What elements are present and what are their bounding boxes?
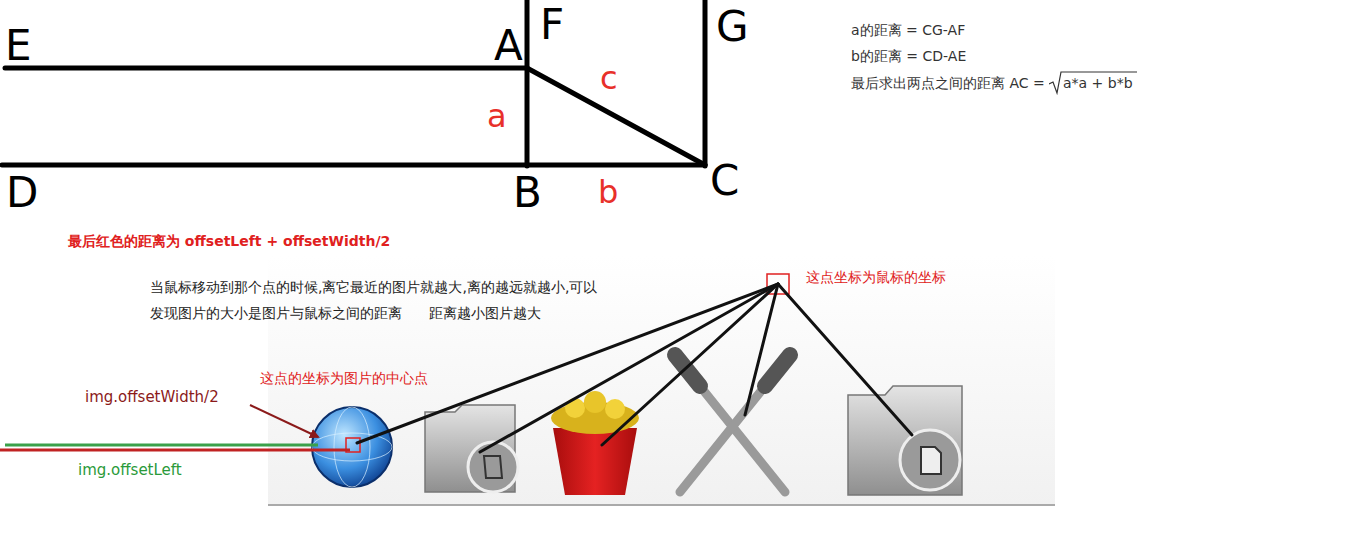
offset-left-label: img.offsetLeft — [78, 461, 182, 481]
distance-line — [778, 284, 912, 435]
side-letter: b — [598, 176, 618, 208]
leader-arrow — [250, 405, 318, 437]
distance-line — [745, 284, 778, 415]
line-fb — [525, 0, 530, 166]
formula-note: 最后求出两点之间的距离 AC = — [851, 74, 1045, 92]
folder-badge — [900, 430, 960, 490]
badge-symbol — [484, 456, 502, 478]
badge-symbol — [921, 447, 941, 474]
formula-note: b的距离 = CD-AE — [851, 47, 966, 65]
line-dc — [2, 163, 705, 168]
popcorn-bucket — [553, 428, 637, 495]
sqrt-stroke — [1049, 72, 1137, 93]
side-letter: c — [600, 62, 618, 94]
dock-baseline — [268, 504, 1055, 506]
tools-icon — [675, 355, 790, 492]
offset-left-line — [5, 444, 318, 447]
side-letter: a — [487, 100, 507, 132]
mouse-note: 这点坐标为鼠标的坐标 — [806, 268, 946, 286]
red-heading: 最后红色的距离为 offsetLeft + offsetWidth/2 — [68, 232, 390, 250]
formula-note: a的距离 = CG-AF — [851, 21, 965, 39]
folder-badge — [468, 442, 518, 492]
globe-parallel — [312, 433, 392, 461]
line-gc — [703, 0, 708, 166]
screwdriver-handle — [765, 355, 790, 386]
globe — [312, 407, 392, 487]
point-letter: C — [710, 160, 739, 202]
line-ea — [5, 66, 527, 71]
popcorn-icon — [551, 391, 639, 495]
point-letter: B — [513, 172, 542, 214]
distance-line — [602, 284, 778, 445]
center-distance-line — [0, 449, 350, 452]
point-letter: G — [716, 6, 749, 48]
explanation: 发现图片的大小是图片与鼠标之间的距离 距离越小图片越大 — [150, 304, 541, 322]
offset-width-label: img.offsetWidth/2 — [85, 388, 219, 408]
center-note: 这点的坐标为图片的中心点 — [260, 369, 428, 387]
popcorn-kernel — [584, 391, 606, 413]
globe-meridian — [334, 407, 370, 487]
folder-body — [848, 386, 962, 495]
folder-icon — [848, 386, 962, 495]
point-letter: A — [494, 25, 523, 67]
explanation: 当鼠标移动到那个点的时候,离它最近的图片就越大,离的越远就越小,可以 — [150, 278, 597, 296]
point-letter: D — [6, 172, 38, 214]
globe-icon — [312, 407, 392, 487]
geometry-figure — [2, 0, 705, 166]
point-letter: F — [540, 4, 564, 46]
sqrt-radicand: a*a + b*b — [1063, 74, 1133, 92]
popcorn-kernel — [605, 399, 625, 419]
folder-icon — [425, 405, 518, 492]
point-letter: E — [5, 25, 32, 67]
